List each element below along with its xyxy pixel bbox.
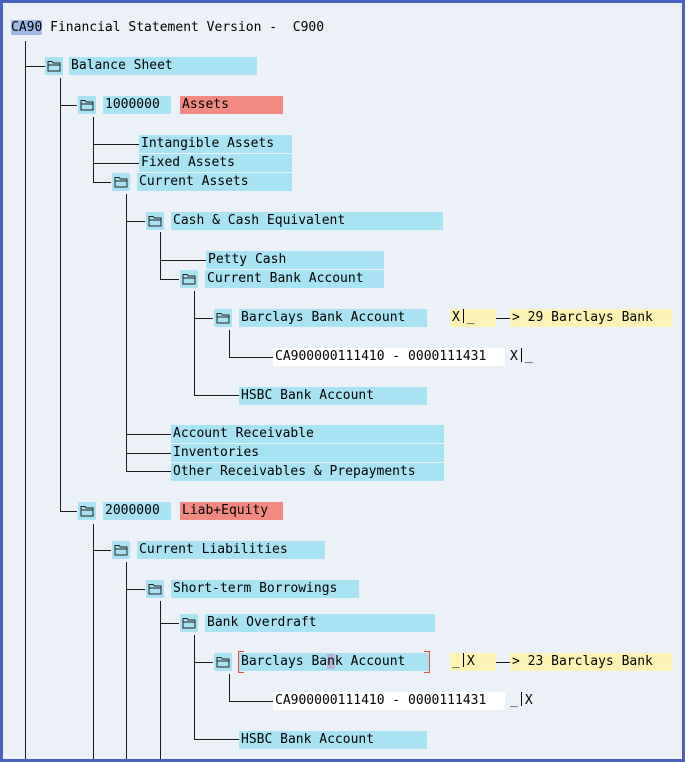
focus-bracket-right [424,651,430,673]
tree-connector [93,550,111,551]
flag-x: X [524,693,533,708]
tree-connector [25,66,45,67]
fsv-code[interactable]: CA90 [11,20,43,35]
cursor-char: n [327,654,335,669]
tree-connector [160,279,179,280]
tree-connector [160,260,206,261]
node-petty-cash[interactable]: Petty Cash [206,251,384,269]
flag-blank: _ [466,310,475,325]
tree-connector [160,601,161,759]
tree-connector [229,330,230,357]
tree-connector [93,144,139,145]
node-short-term-borrowings[interactable]: Short-term Borrowings [171,580,359,598]
folder-icon[interactable] [180,270,198,288]
tree-connector [194,318,213,319]
caret [462,309,464,323]
fsv-title: Financial Statement Version - C900 [50,20,325,35]
tree-connector [229,674,230,701]
flag-blank: _ [524,349,533,364]
folder-icon[interactable] [214,309,232,327]
tree-connector [60,511,77,512]
folder-icon[interactable] [112,541,130,559]
tree-connector [194,635,195,739]
caret [520,348,522,362]
label-part: Barclays Ba [241,654,328,669]
tree-connector [93,524,94,759]
tree-connector [126,562,127,759]
fsv-header: CA90 Financial Statement Version - C900 [11,19,324,37]
node-barclays-bank-account-selected[interactable]: Barclays Bank Account [239,653,429,671]
flag-field[interactable]: X_ [450,309,496,327]
node-hsbc-bank-account[interactable]: HSBC Bank Account [239,731,427,749]
tree-connector [194,739,240,740]
account-range[interactable]: CA900000111410 - 0000111431 [273,348,505,366]
node-intangible-assets[interactable]: Intangible Assets [139,135,292,153]
tree-connector [229,357,273,358]
node-liab-number[interactable]: 2000000 [103,502,171,520]
tree-connector [25,41,26,759]
tree-connector [194,291,195,395]
tree-connector [126,453,172,454]
node-inventories[interactable]: Inventories [171,444,444,462]
tree-connector [126,589,145,590]
caret [462,653,464,667]
tree-connector [93,182,111,183]
folder-icon[interactable] [78,502,96,520]
node-account-receivable[interactable]: Account Receivable [171,425,444,443]
folder-icon[interactable] [112,173,130,191]
account-range[interactable]: CA900000111410 - 0000111431 [273,692,505,710]
flag-field[interactable]: _X [450,653,496,671]
tree-connector [229,701,273,702]
node-fixed-assets[interactable]: Fixed Assets [139,154,292,172]
arrow-connector [496,318,512,319]
node-other-receivables[interactable]: Other Receivables & Prepayments [171,463,444,481]
folder-icon[interactable] [180,614,198,632]
folder-icon[interactable] [78,96,96,114]
assigned-node-text[interactable]: > 29 Barclays Bank [510,309,672,327]
node-barclays-bank-account[interactable]: Barclays Bank Account [239,309,427,327]
node-balance-sheet[interactable]: Balance Sheet [69,57,257,75]
folder-icon[interactable] [214,653,232,671]
tree-connector [93,163,139,164]
node-hsbc-bank-account[interactable]: HSBC Bank Account [239,387,427,405]
tree-connector [60,78,61,511]
focus-bracket-left [238,651,244,673]
tree-connector [126,221,145,222]
node-current-bank-account[interactable]: Current Bank Account [205,270,384,288]
node-cash-equivalent[interactable]: Cash & Cash Equivalent [171,212,443,230]
node-assets-label[interactable]: Assets [180,96,283,114]
tree-connector [126,194,127,471]
tree-connector [194,662,213,663]
tree-connector [60,105,77,106]
label-part: k Account [334,654,406,669]
flag-x: X [452,310,460,325]
node-current-liabilities[interactable]: Current Liabilities [137,541,325,559]
flag-x: X [466,654,475,669]
assigned-node-text[interactable]: > 23 Barclays Bank [510,653,672,671]
caret [520,692,522,706]
tree-connector [160,232,161,279]
folder-icon[interactable] [45,57,63,75]
folder-icon[interactable] [146,580,164,598]
node-bank-overdraft[interactable]: Bank Overdraft [205,614,435,632]
node-liab-label[interactable]: Liab+Equity [180,502,283,520]
flag-blank: _ [510,693,518,708]
tree-connector [126,471,172,472]
account-range-flags[interactable]: _X [508,692,548,710]
flag-blank: _ [452,654,460,669]
tree-connector [194,395,240,396]
node-assets-number[interactable]: 1000000 [103,96,171,114]
node-current-assets[interactable]: Current Assets [137,173,292,191]
account-range-flags[interactable]: X_ [508,348,548,366]
tree-connector [126,434,172,435]
tree-connector [160,623,179,624]
folder-icon[interactable] [146,212,164,230]
flag-x: X [510,349,518,364]
arrow-connector [496,662,512,663]
tree-connector [93,117,94,182]
